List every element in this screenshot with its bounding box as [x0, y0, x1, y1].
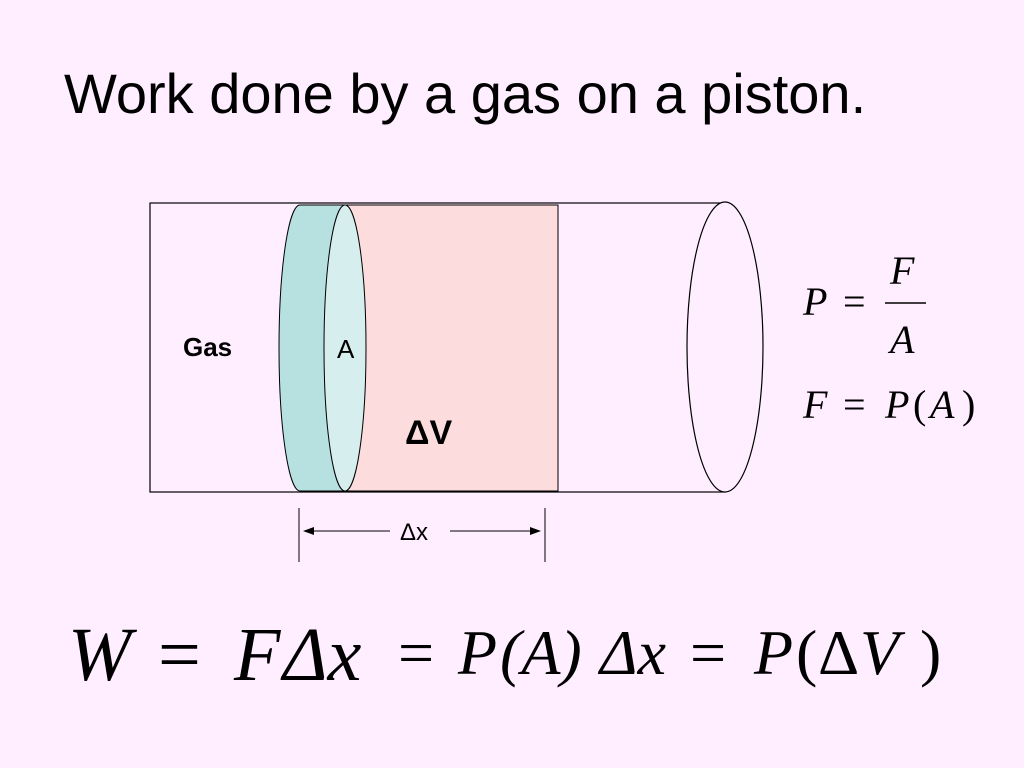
work-delta: Δ [818, 617, 859, 688]
gas-label: Gas [183, 332, 232, 362]
work-pressure-2: P [753, 617, 793, 688]
swept-volume-region [342, 204, 559, 492]
force-area: A [927, 382, 955, 427]
cylinder-opening [686, 201, 764, 493]
pressure-numerator: F [889, 248, 915, 293]
area-label: A [337, 334, 355, 364]
pressure-lhs: P [802, 279, 827, 324]
work-open-paren: ( [796, 617, 817, 688]
force-equation: F = P ( A ) [802, 382, 975, 427]
slide-title: Work done by a gas on a piston. [64, 62, 867, 125]
work-force: F [233, 613, 282, 697]
displacement-label: Δx [400, 519, 428, 546]
force-close-paren: ) [962, 382, 975, 427]
work-displacement-2: Δx [597, 617, 666, 688]
work-close-paren: ) [920, 617, 941, 688]
pressure-equals: = [843, 279, 866, 324]
pressure-equation: P = F A [802, 248, 926, 362]
displacement-arrowhead-left [303, 527, 314, 535]
work-pressure-1: P [457, 617, 497, 688]
displacement-arrowhead-right [530, 527, 541, 535]
work-equation: W = F Δx = P (A) Δx = P ( Δ V ) [68, 613, 941, 697]
work-equals-3: = [690, 617, 726, 688]
force-lhs: F [802, 382, 828, 427]
work-equals-1: = [158, 613, 201, 697]
work-equals-2: = [398, 617, 434, 688]
pressure-denominator: A [887, 317, 915, 362]
work-area-term: (A) [500, 617, 582, 688]
work-displacement-1: Δx [280, 613, 362, 697]
work-volume: V [860, 617, 906, 688]
force-equals: = [843, 382, 866, 427]
piston-face [323, 204, 367, 492]
volume-change-label: ΔV [405, 414, 452, 452]
force-pressure: P [884, 382, 909, 427]
force-open-paren: ( [913, 382, 926, 427]
work-symbol: W [68, 613, 138, 697]
